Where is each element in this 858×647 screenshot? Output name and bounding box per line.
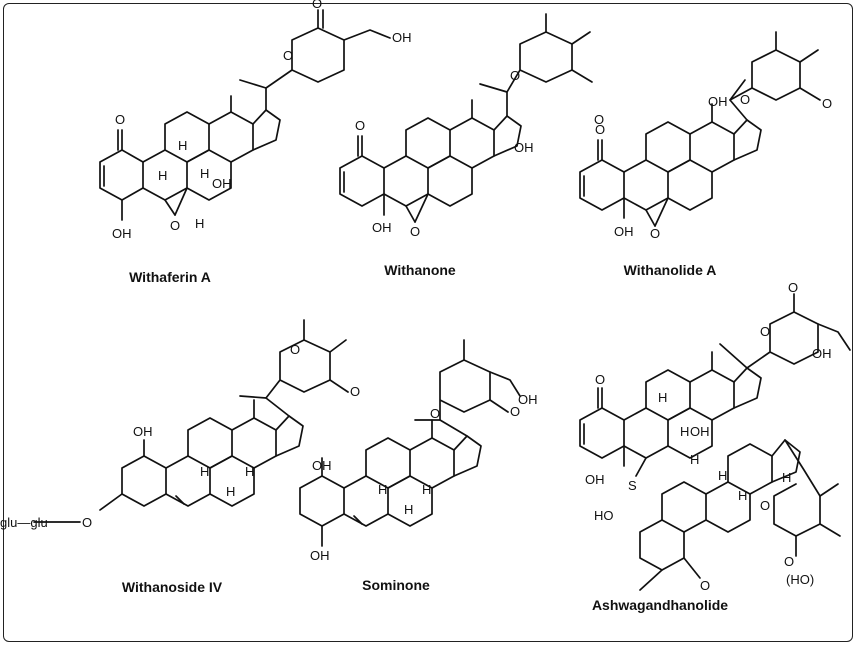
atom-label: S (628, 478, 637, 493)
atom-label: O (740, 92, 750, 107)
atom-label: OH (614, 224, 634, 239)
atom-label: O (290, 342, 300, 357)
compound-name: Sominone (362, 577, 430, 593)
atom-label: (HO) (786, 572, 814, 587)
atom-label: OH (514, 140, 534, 155)
atom-label: O (430, 406, 440, 421)
atom-label: OH (372, 220, 392, 235)
atom-label: H (738, 488, 747, 503)
atom-label: H (226, 484, 235, 499)
atom-label: H (200, 464, 209, 479)
structure-withanolide-a (579, 31, 821, 227)
bonds (99, 149, 144, 201)
atom-label: O (283, 48, 293, 63)
atom-label: H (422, 482, 431, 497)
atom-label: OH (708, 94, 728, 109)
atom-label: O (594, 112, 604, 127)
atom-label: OH (585, 472, 605, 487)
atom-label: OH (310, 548, 330, 563)
atom-label: O (312, 0, 322, 11)
structure-sominone (299, 339, 521, 547)
atom-label: H (718, 468, 727, 483)
structure-ashwagandhanolide (579, 293, 851, 591)
compound-name: Withanolide A (624, 262, 717, 278)
atom-label: H (378, 482, 387, 497)
atom-label: HO (594, 508, 614, 523)
atom-label: O (822, 96, 832, 111)
atom-label: H (245, 464, 254, 479)
atom-label: H (200, 166, 209, 181)
atom-label: H (404, 502, 413, 517)
atom-label: O (595, 372, 605, 387)
atom-label: O (760, 498, 770, 513)
atom-label: O (82, 515, 92, 530)
atom-label: H (658, 390, 667, 405)
atom-label: glu—glu (0, 515, 48, 530)
atom-label: H (195, 216, 204, 231)
compound-name: Withanoside IV (122, 579, 223, 595)
atom-label: O (410, 224, 420, 239)
atom-label: OH (518, 392, 538, 407)
atom-label: O (350, 384, 360, 399)
compound-name: Ashwagandhanolide (592, 597, 728, 613)
atom-label: H (680, 424, 689, 439)
atom-label: O (510, 68, 520, 83)
atom-label: O (650, 226, 660, 241)
atom-label: O (510, 404, 520, 419)
atom-label: H (158, 168, 167, 183)
atom-label: H (690, 452, 699, 467)
atom-label: OH (112, 226, 132, 241)
atom-label: O (170, 218, 180, 233)
atom-label: OH (812, 346, 832, 361)
atom-label: OH (690, 424, 710, 439)
atom-label: O (355, 118, 365, 133)
atom-label: O (760, 324, 770, 339)
atom-label: O (700, 578, 710, 593)
compound-name: Withaferin A (129, 269, 211, 285)
atom-label: OH (212, 176, 232, 191)
compound-name: Withanone (384, 262, 456, 278)
atom-label: H (782, 470, 791, 485)
atom-label: OH (392, 30, 412, 45)
structure-withaferin-a (99, 9, 391, 221)
atom-label: O (784, 554, 794, 569)
atom-label: O (115, 112, 125, 127)
atom-label: OH (312, 458, 332, 473)
atom-label: O (788, 280, 798, 295)
structure-withanone (339, 13, 593, 223)
atom-label: H (178, 138, 187, 153)
structure-withanoside-iv (33, 319, 349, 523)
atom-label: O (595, 122, 605, 137)
atom-label: OH (133, 424, 153, 439)
